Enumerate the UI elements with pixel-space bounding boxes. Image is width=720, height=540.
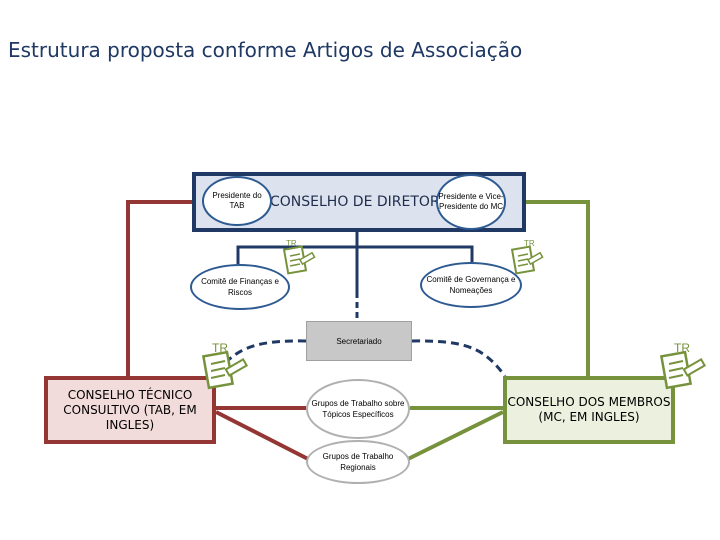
technical-advisory-council-box: CONSELHO TÉCNICO CONSULTIVO (TAB, EM ING… xyxy=(44,376,216,444)
document-with-pencil-icon: TR xyxy=(506,236,546,281)
topic-working-groups-oval: Grupos de Trabalho sobre Tópicos Específ… xyxy=(306,379,410,439)
page-title: Estrutura proposta conforme Artigos de A… xyxy=(8,38,523,62)
document-with-pencil-icon: TR xyxy=(656,336,712,397)
governance-committee-oval: Comitê de Governança e Nomeações xyxy=(420,262,522,308)
mc-connector-line xyxy=(526,200,590,376)
tr-label: TR xyxy=(286,239,297,248)
tr-label: TR xyxy=(674,341,690,355)
finance-committee-oval: Comitê de Finanças e Riscos xyxy=(190,264,290,310)
board-to-finance-line xyxy=(236,245,357,264)
document-with-pencil-icon: TR xyxy=(196,336,252,397)
regional-working-groups-oval: Grupos de Trabalho Regionais xyxy=(306,440,410,484)
tab-connector-line xyxy=(126,200,192,376)
secretariat-to-mc-dashed xyxy=(411,339,507,377)
mc-to-wg-regional-line xyxy=(405,410,504,462)
tab-to-wg-regional-line xyxy=(215,410,311,462)
board-to-governance-line xyxy=(357,245,474,262)
president-tab-oval: Presidente do TAB xyxy=(202,176,272,226)
secretariat-box: Secretariado xyxy=(306,321,412,361)
document-with-pencil-icon: TR xyxy=(278,236,318,281)
president-mc-oval: Presidente e Vice-Presidente do MC xyxy=(436,174,506,230)
tr-label: TR xyxy=(524,239,535,248)
board-title: CONSELHO DE DIRETORES xyxy=(270,194,458,210)
members-council-box: CONSELHO DOS MEMBROS (MC, EM INGLES) xyxy=(503,376,675,444)
